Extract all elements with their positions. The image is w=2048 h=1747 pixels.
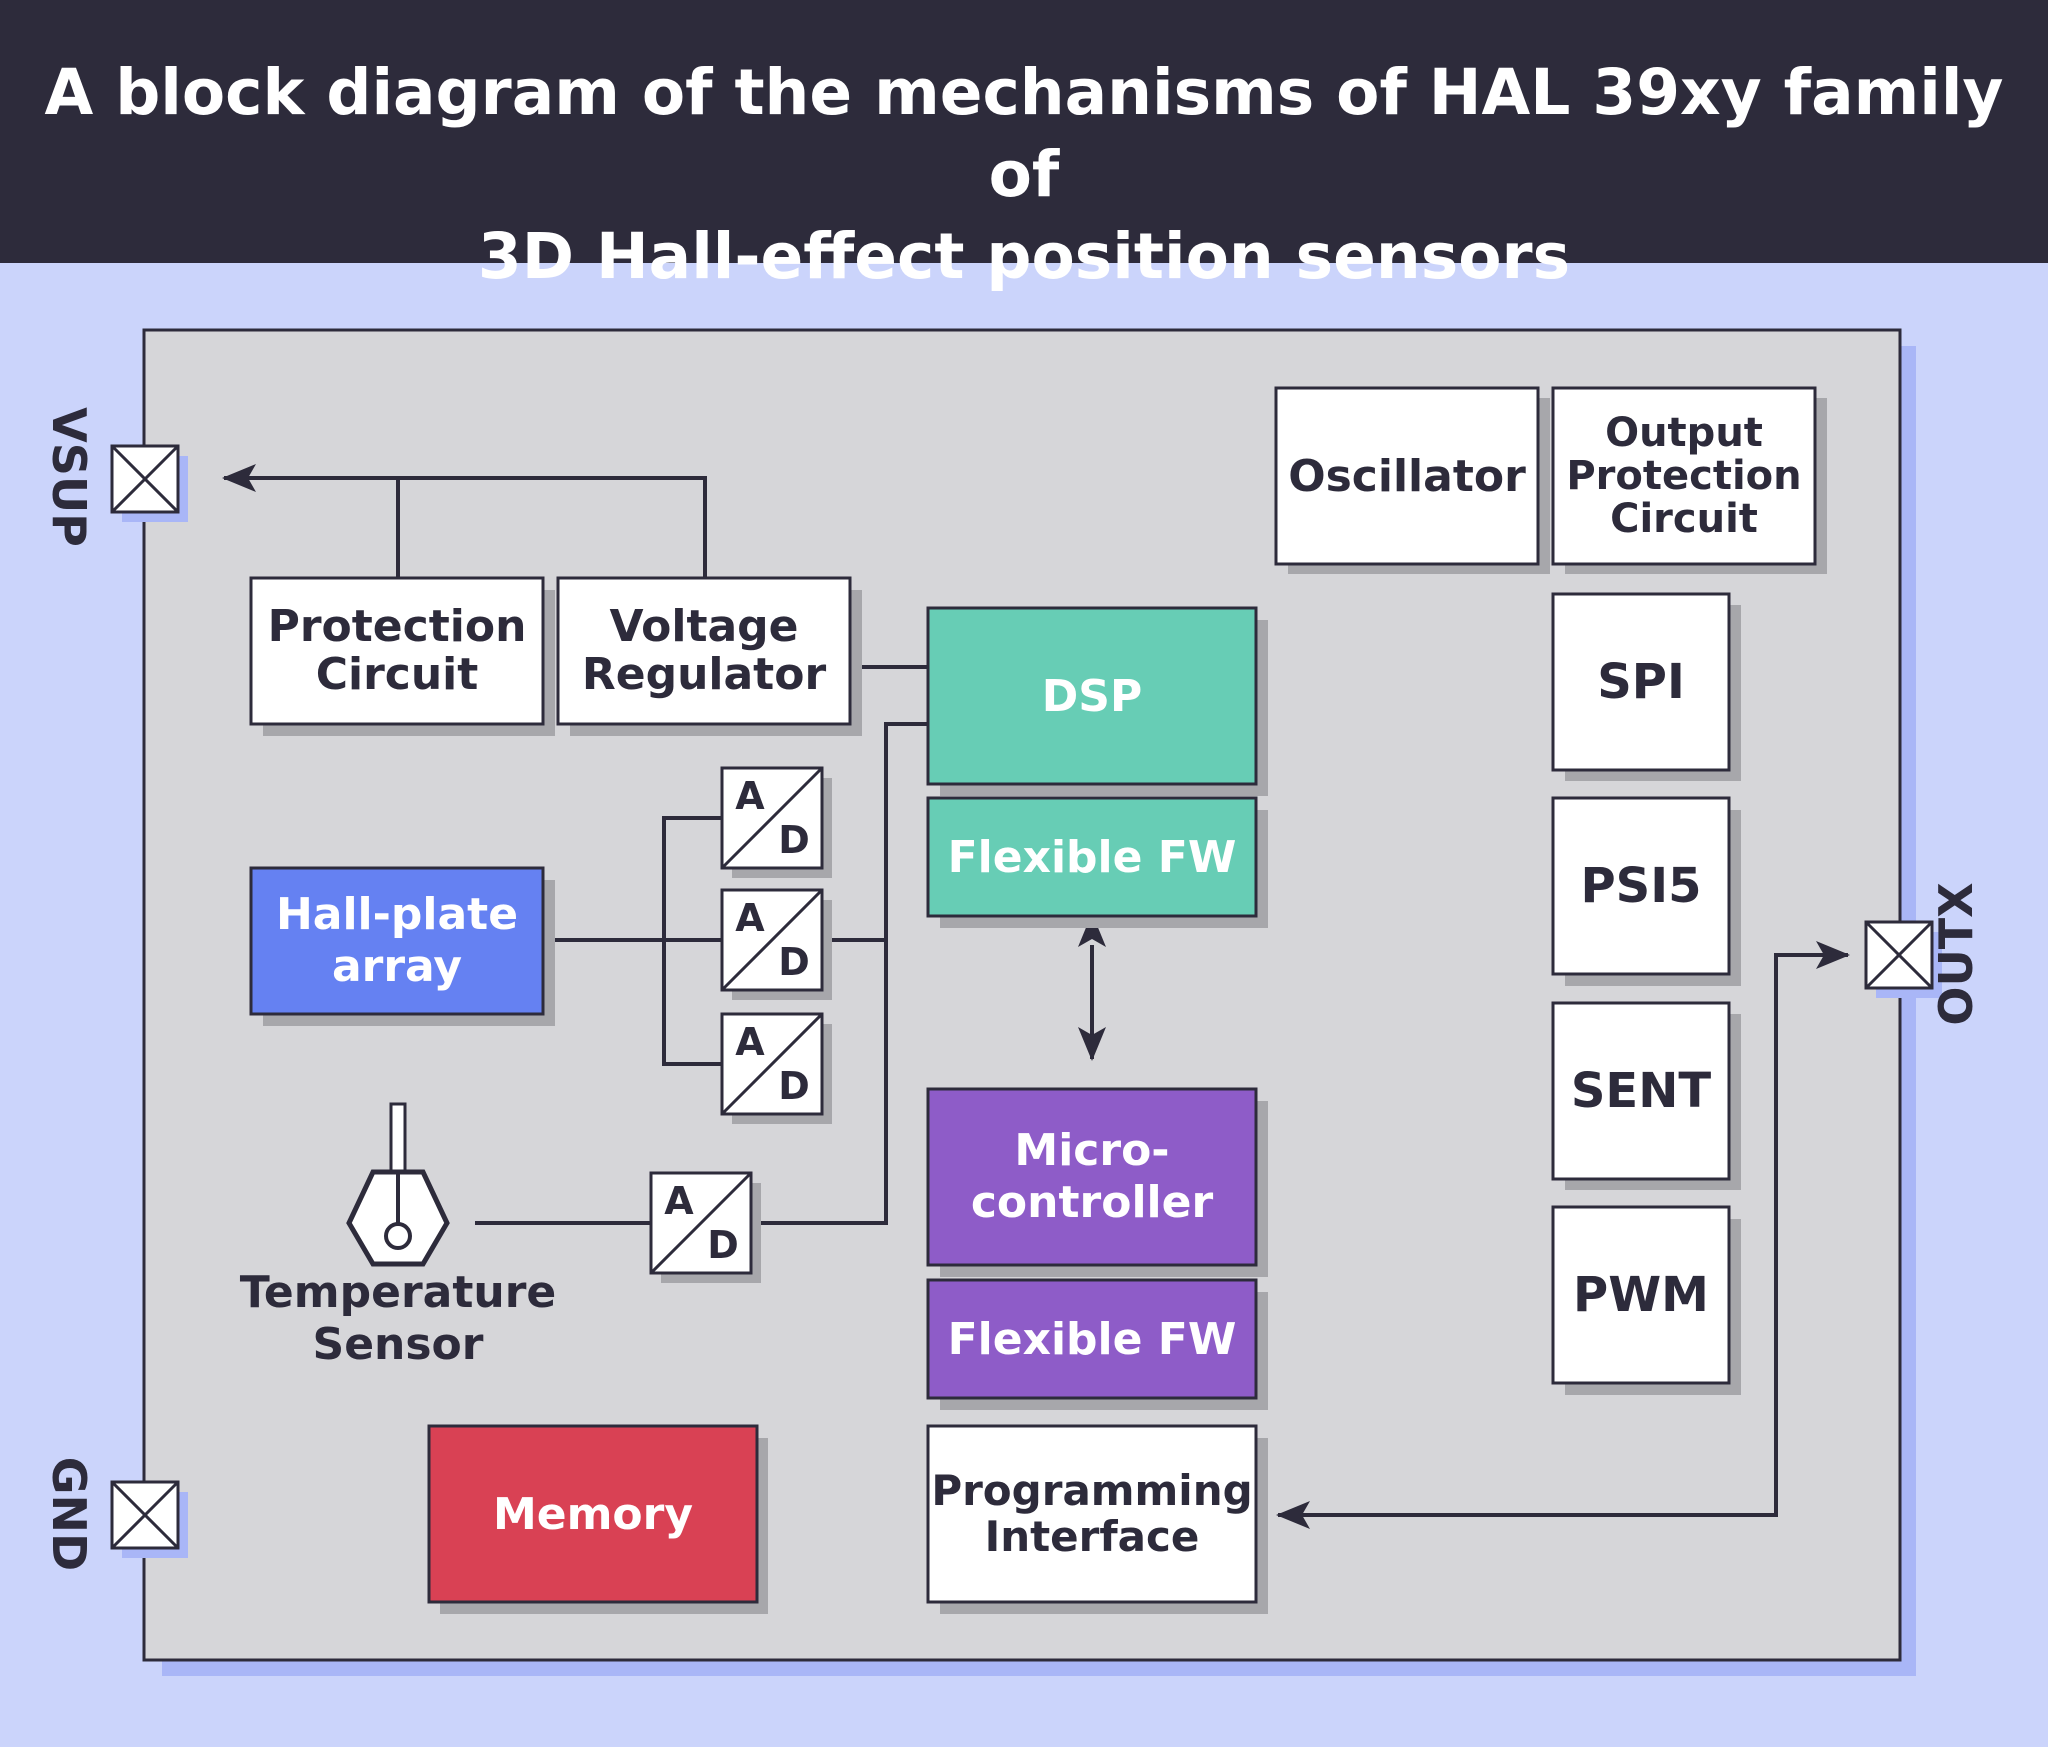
- adc-2-a: A: [735, 896, 765, 940]
- oscillator-label: Oscillator: [1288, 450, 1526, 502]
- adc-4-d: D: [707, 1223, 739, 1267]
- hall-adc-split: [662, 816, 722, 1066]
- thermometer-icon: [346, 1102, 450, 1267]
- spi-label: SPI: [1597, 654, 1685, 710]
- programming-interface-label: Programming Interface: [931, 1466, 1253, 1561]
- temperature-sensor-label: Temperature Sensor: [239, 1267, 557, 1370]
- micro-fw-block: [926, 1278, 1258, 1400]
- dsp-label: DSP: [1041, 670, 1143, 722]
- psi5-label: PSI5: [1580, 858, 1702, 914]
- sent-block: [1551, 1001, 1731, 1181]
- adc-2-d: D: [778, 940, 810, 984]
- pin-label-gnd: GND: [42, 1456, 96, 1572]
- outx-pad: [1864, 920, 1942, 998]
- adc-4: [649, 1171, 761, 1283]
- voltage-regulator-label: Voltage Regulator: [581, 601, 827, 700]
- adc-4-a: A: [664, 1179, 694, 1223]
- dsp-fw-label: Flexible FW: [947, 831, 1237, 883]
- dsp-input-bus: [751, 722, 928, 1225]
- pwm-label: PWM: [1573, 1267, 1709, 1323]
- spi-block: [1551, 592, 1731, 772]
- adc-3-a: A: [735, 1020, 765, 1064]
- microcontroller-block: [926, 1087, 1258, 1267]
- memory-label: Memory: [492, 1488, 694, 1540]
- pin-label-outx: OUTX: [1929, 882, 1983, 1026]
- output-protection-label: Output Protection Circuit: [1566, 409, 1802, 542]
- adc-3: [720, 1012, 832, 1124]
- hall-plate-block: [249, 866, 545, 1016]
- psi5-block: [1551, 796, 1731, 976]
- adc-1-a: A: [735, 774, 765, 818]
- title-bar: A block diagram of the mechanisms of HAL…: [0, 0, 2048, 293]
- oscillator-block: [1274, 386, 1540, 566]
- programming-interface-block: [926, 1424, 1258, 1604]
- hall-plate-label: Hall-plate array: [275, 889, 519, 992]
- adc-converters: [649, 766, 832, 1283]
- wiring: [222, 464, 1850, 1529]
- pwm-block: [1551, 1205, 1731, 1385]
- gnd-pad: [110, 1480, 188, 1558]
- micro-fw-label: Flexible FW: [947, 1313, 1237, 1365]
- adc-1-d: D: [778, 818, 810, 862]
- pin-pads: [110, 444, 1942, 1558]
- protection-circuit-block: [249, 576, 545, 726]
- dsp-fw-block: [926, 796, 1258, 918]
- voltage-regulator-block: [556, 576, 852, 726]
- dsp-block: [926, 606, 1258, 786]
- microcontroller-label: Micro- controller: [970, 1125, 1214, 1228]
- sent-label: SENT: [1570, 1063, 1712, 1119]
- adc-3-d: D: [778, 1064, 810, 1108]
- output-protection-block: [1551, 386, 1817, 566]
- vsup-pad: [110, 444, 188, 522]
- pin-label-vsup: VSUP: [42, 407, 96, 547]
- blocks: [249, 386, 1817, 1604]
- diagram-title: A block diagram of the mechanisms of HAL…: [44, 56, 2004, 293]
- protection-circuit-label: Protection Circuit: [267, 601, 527, 700]
- memory-block: [427, 1424, 759, 1604]
- outx-wire: [1774, 941, 1850, 1517]
- adc-1: [720, 766, 832, 878]
- adc-2: [720, 888, 832, 1000]
